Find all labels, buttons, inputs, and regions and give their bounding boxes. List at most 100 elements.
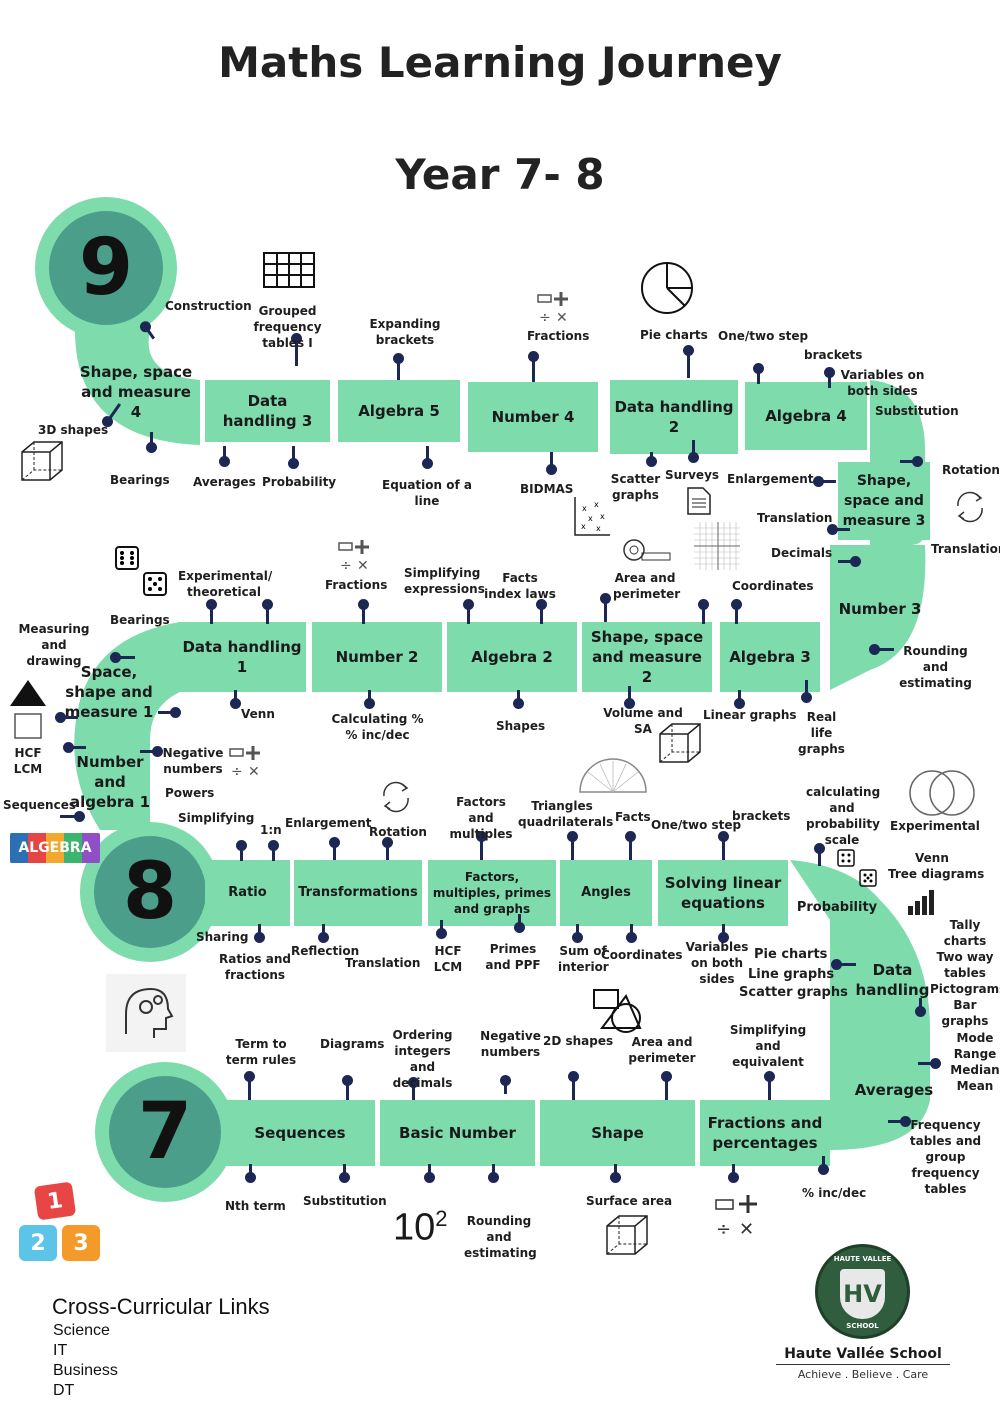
topic-expanding-brackets: Expanding brackets: [369, 317, 441, 347]
topic-2d-shapes: 2D shapes: [543, 1034, 614, 1048]
segment-shape: Shape: [540, 1100, 695, 1166]
svg-text:✕: ✕: [357, 558, 369, 574]
crest-top-text: HAUTE VALLEE: [833, 1255, 892, 1263]
segment-space-shape-measure-1: Space, shape and measure 1: [64, 663, 154, 721]
pin: [110, 652, 135, 663]
pin: [813, 476, 836, 487]
segment-number-4: Number 4: [468, 382, 598, 452]
topic-tree-diagrams: Tree diagrams: [888, 867, 985, 881]
pin: [718, 924, 729, 943]
pin: [728, 1164, 739, 1183]
pin: [245, 1164, 256, 1183]
topic-facts-index-laws: Facts index laws: [484, 571, 556, 601]
topic-venn-mid: Venn: [241, 707, 275, 721]
pin: [572, 924, 583, 943]
topic-grouped-frequency: Grouped frequency tables I: [253, 304, 322, 350]
pin: [718, 831, 729, 860]
svg-text:x: x: [588, 514, 593, 523]
pin: [646, 452, 657, 467]
pin: [329, 837, 340, 860]
pin: [140, 746, 163, 757]
topic-tally-charts: Tally charts Two way tables Pictograms B…: [930, 918, 1000, 1028]
topic-translation-right-1: Translation: [757, 511, 833, 525]
pin: [219, 446, 230, 467]
pin: [918, 1058, 941, 1069]
topic-brackets-top: brackets: [804, 348, 863, 362]
svg-text:✕: ✕: [739, 1219, 754, 1239]
topic-surveys: Surveys: [665, 468, 720, 482]
topic-scatter-graphs-8: Scatter graphs: [739, 985, 848, 1000]
pin: [831, 959, 856, 970]
pin: [339, 1164, 350, 1183]
algebra-badge: ALGEBRA: [10, 833, 100, 863]
topic-sum-interior: Sum of interior: [558, 944, 609, 974]
bar-chart-icon: [908, 890, 934, 915]
pin: [734, 690, 745, 709]
pin: [514, 914, 525, 933]
pin: [624, 686, 635, 709]
dice-icon: [115, 546, 167, 596]
topic-frequency-tables: Frequency tables and group frequency tab…: [909, 1118, 982, 1196]
ten-base: 10: [393, 1206, 436, 1249]
pin: [63, 742, 86, 753]
pin: [436, 920, 447, 939]
pin: [698, 599, 709, 624]
topic-substitution-7: Substitution: [303, 1194, 387, 1208]
rotation-icon: [957, 491, 983, 523]
ten-exponent: 2: [435, 1206, 448, 1231]
topic-coordinates-8: Coordinates: [601, 948, 683, 962]
topic-fractions-mid: Fractions: [325, 578, 388, 592]
pin: [838, 556, 861, 567]
pin: [814, 843, 825, 866]
crest-shield: HV: [840, 1269, 885, 1319]
topic-experimental-theoretical: Experimental/ theoretical: [178, 569, 273, 599]
pin: [824, 367, 835, 388]
pin: [567, 831, 578, 860]
pin: [476, 831, 487, 860]
topic-probability-top: Probability: [262, 475, 337, 489]
pin: [463, 599, 474, 624]
year-9-badge: 9: [35, 197, 177, 339]
year-9-number: 9: [49, 211, 163, 325]
topic-facts-8: Facts: [615, 810, 651, 824]
topic-equation-of-line: Equation of a line: [382, 478, 472, 508]
block-two: 2: [19, 1225, 57, 1261]
pin: [262, 599, 273, 624]
year-7-badge: 7: [95, 1062, 235, 1202]
topic-fractions-top: Fractions: [527, 329, 590, 343]
topic-calculating-probability: calculating and probability scale: [806, 785, 881, 847]
segment-ratio: Ratio: [205, 860, 290, 926]
table-grid-icon: [263, 252, 315, 288]
topic-hcf-lcm-8: HCF LCM: [433, 944, 463, 974]
topic-ordering: Ordering integers and decimals: [392, 1028, 453, 1090]
topic-one-two-step-top: One/two step: [718, 329, 809, 343]
topic-translation-8: Translation: [345, 956, 421, 970]
topic-triangles-quadrilaterals: Triangles quadrilaterals: [518, 799, 614, 829]
topic-experimental-8: Experimental: [890, 819, 980, 833]
year-8-number: 8: [94, 836, 206, 948]
topic-ratios-fractions: Ratios and fractions: [219, 952, 291, 982]
pin: [236, 840, 247, 861]
pin: [342, 1075, 353, 1100]
topic-brackets-8: brackets: [732, 809, 791, 823]
year-8-badge: 8: [80, 822, 220, 962]
track-curve-left-mid-outer: [74, 622, 180, 830]
pin: [500, 1075, 511, 1094]
svg-text:x: x: [581, 522, 586, 531]
svg-text:x: x: [594, 500, 599, 509]
protractor-icon: [579, 758, 647, 793]
svg-text:x: x: [600, 512, 605, 521]
pin: [146, 432, 157, 453]
pin: [60, 811, 85, 822]
segment-probability: Probability: [796, 900, 878, 915]
track-curve-lower-right: [790, 860, 930, 1150]
segment-averages: Averages: [854, 1081, 934, 1099]
segment-fractions-percentages: Fractions and percentages: [700, 1100, 830, 1166]
topic-3d-shapes: 3D shapes: [38, 423, 109, 437]
svg-text:✕: ✕: [556, 310, 568, 326]
svg-text:÷: ÷: [716, 1219, 731, 1239]
topic-real-life-graphs: Real life graphs: [798, 710, 845, 756]
topic-coordinates-mid: Coordinates: [732, 579, 814, 593]
topic-factors-and-multiples: Factors and multiples: [449, 795, 513, 841]
cross-curricular-item: Business: [53, 1362, 118, 1379]
